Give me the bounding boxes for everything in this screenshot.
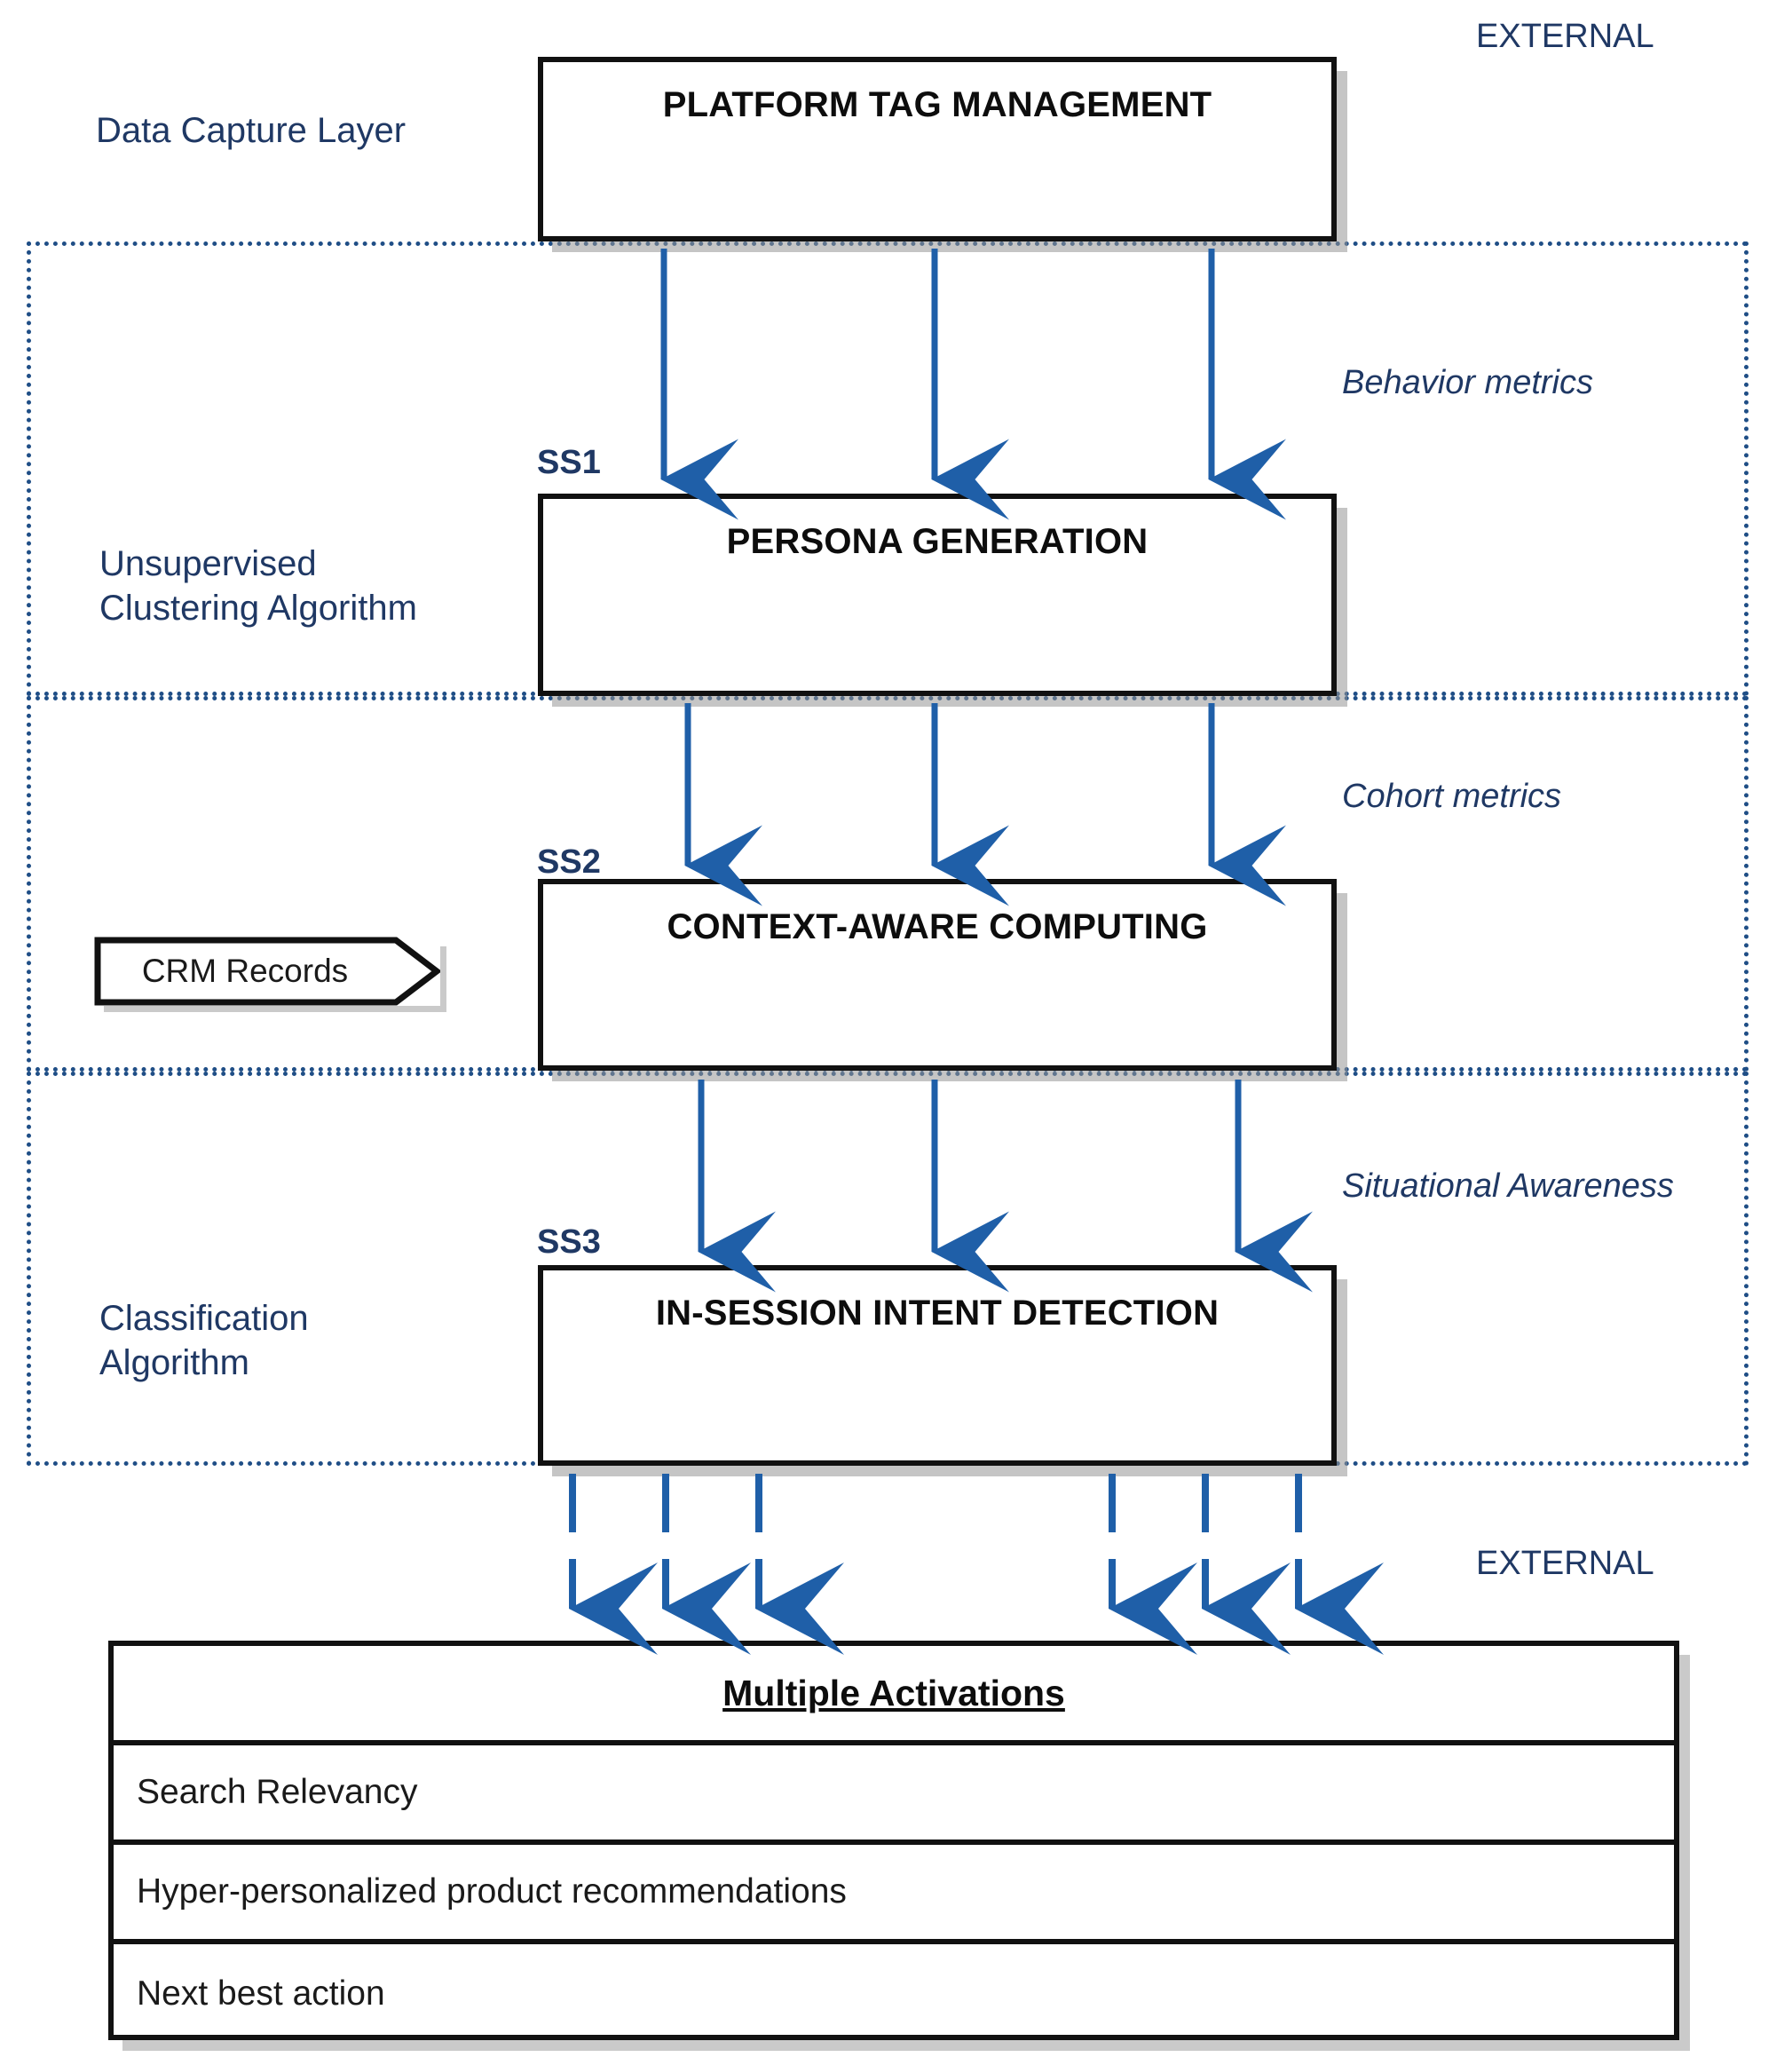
process-box-in-session-intent-detection[interactable]: IN-SESSION INTENT DETECTION bbox=[538, 1265, 1337, 1466]
flow-label-behavior-metrics: Behavior metrics bbox=[1342, 364, 1593, 401]
pentagon-arrow-icon bbox=[94, 937, 440, 1006]
process-box-title: CONTEXT-AWARE COMPUTING bbox=[667, 907, 1208, 946]
input-shape-label: CRM Records bbox=[141, 953, 349, 989]
process-box-persona-generation[interactable]: PERSONA GENERATION bbox=[538, 494, 1337, 696]
process-box-platform-tag-management[interactable]: PLATFORM TAG MANAGEMENT bbox=[538, 57, 1337, 241]
table-row[interactable]: Hyper-personalized product recommendatio… bbox=[114, 1845, 1674, 1944]
ss-tag-ss2: SS2 bbox=[537, 843, 601, 881]
external-label-top: EXTERNAL bbox=[1476, 18, 1654, 55]
process-box-title: IN-SESSION INTENT DETECTION bbox=[655, 1294, 1220, 1333]
flow-label-cohort-metrics: Cohort metrics bbox=[1342, 778, 1562, 815]
flow-label-situational-awareness: Situational Awareness bbox=[1342, 1167, 1674, 1205]
layer-label-data-capture: Data Capture Layer bbox=[96, 111, 407, 150]
process-box-context-aware-computing[interactable]: CONTEXT-AWARE COMPUTING bbox=[538, 879, 1337, 1071]
ss-tag-ss3: SS3 bbox=[537, 1223, 601, 1261]
layer-label-classification-algorithm: Classification Algorithm bbox=[99, 1299, 309, 1382]
process-box-title: PERSONA GENERATION bbox=[726, 522, 1149, 561]
activation-item-label: Hyper-personalized product recommendatio… bbox=[137, 1872, 847, 1911]
layer-label-unsupervised-clustering: Unsupervised Clustering Algorithm bbox=[99, 544, 417, 628]
process-box-title: PLATFORM TAG MANAGEMENT bbox=[662, 85, 1212, 124]
activations-header-label: Multiple Activations bbox=[722, 1672, 1065, 1713]
table-row[interactable]: Search Relevancy bbox=[114, 1745, 1674, 1845]
activation-item-label: Next best action bbox=[137, 1974, 385, 2013]
activation-item-label: Search Relevancy bbox=[137, 1773, 418, 1811]
table-row[interactable]: Next best action bbox=[114, 1944, 1674, 2044]
activations-table: Multiple Activations Search Relevancy Hy… bbox=[108, 1641, 1679, 2040]
activations-table-header: Multiple Activations bbox=[114, 1646, 1674, 1745]
ss-tag-ss1: SS1 bbox=[537, 444, 601, 481]
input-shape-crm-records[interactable]: CRM Records bbox=[94, 937, 440, 1006]
external-label-bottom: EXTERNAL bbox=[1476, 1545, 1654, 1582]
